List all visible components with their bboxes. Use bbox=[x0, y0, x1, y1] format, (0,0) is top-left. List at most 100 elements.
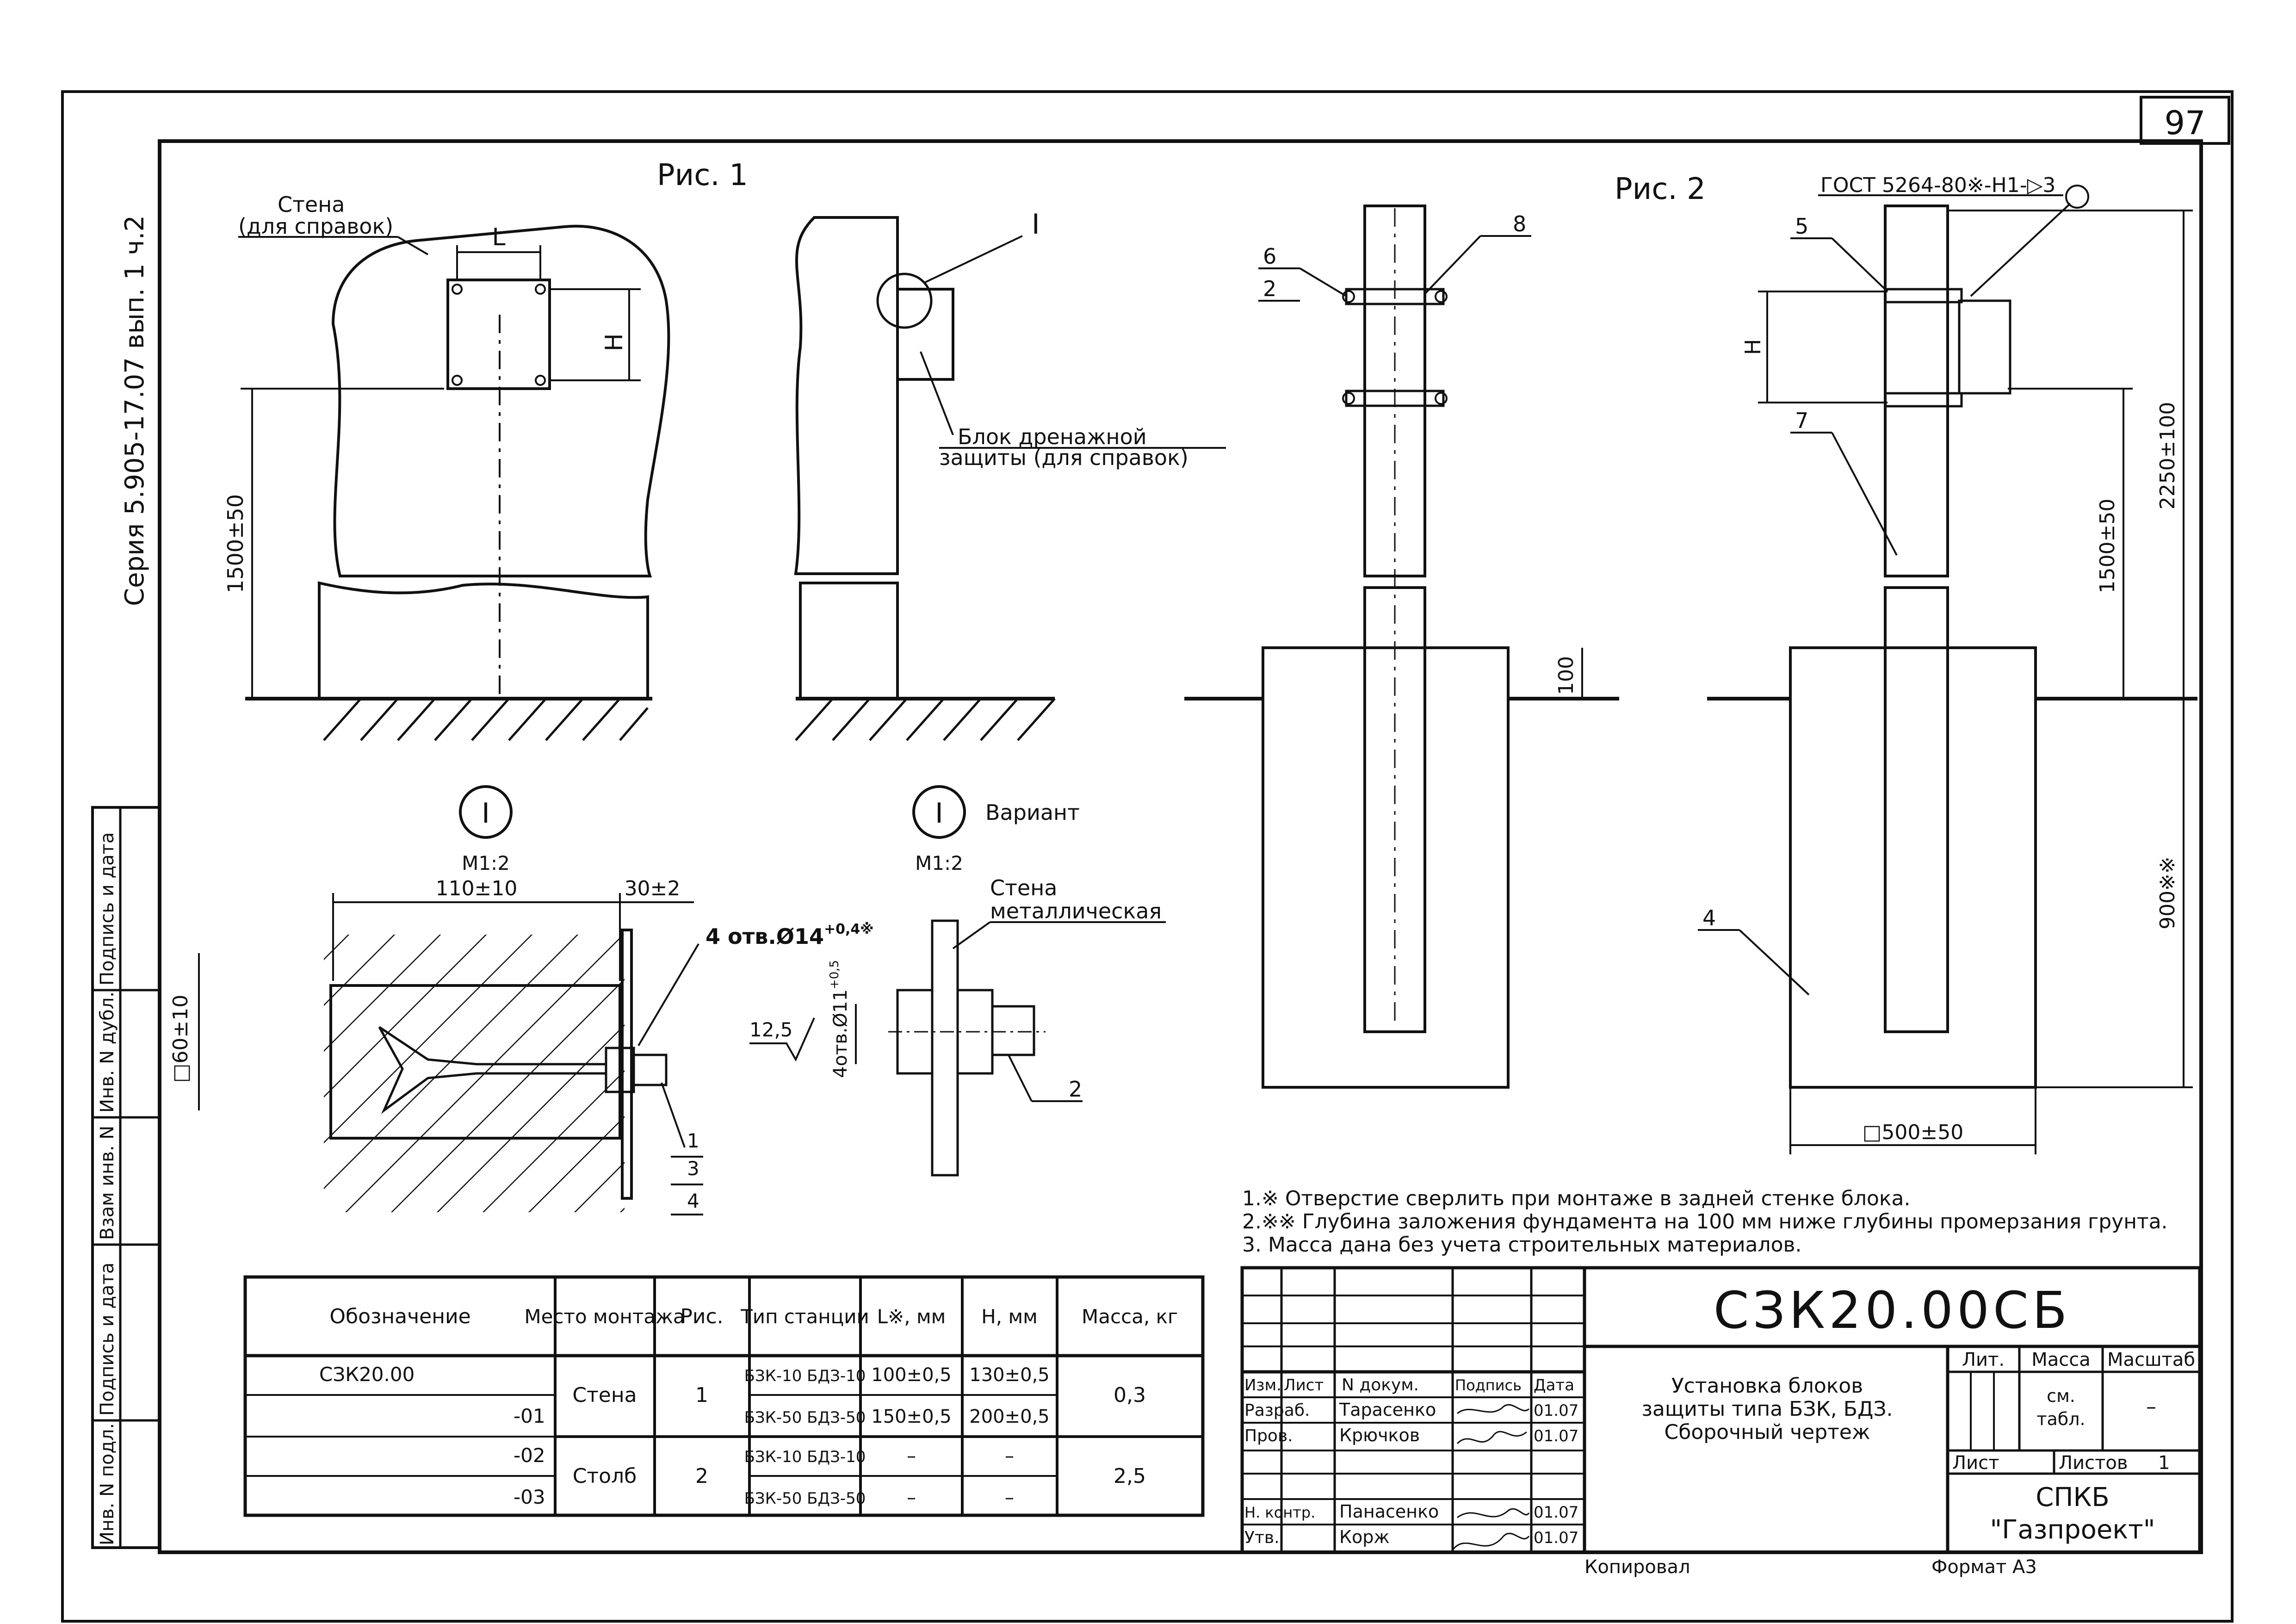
tb-name-1: Установка блоков bbox=[1671, 1374, 1863, 1398]
detail1-dim-square: □60±10 bbox=[169, 995, 192, 1083]
fig2-dim-H: H bbox=[1740, 339, 1765, 355]
row0-H: 130±0,5 bbox=[969, 1364, 1049, 1386]
tb-mass-val-2: табл. bbox=[2036, 1409, 2085, 1429]
detail1-holes: 4 отв.Ø14+0,4※ bbox=[706, 921, 873, 949]
tb-name-dev: Тарасенко bbox=[1339, 1400, 1436, 1420]
sheet-number: 97 bbox=[2164, 104, 2205, 142]
fig-1: 1 bbox=[695, 1383, 708, 1407]
row3-station: БЗК-50 БДЗ-50 bbox=[744, 1489, 866, 1508]
tb-col-list: Лист bbox=[1284, 1376, 1324, 1395]
detail1-pos-3: 3 bbox=[687, 1157, 699, 1180]
tb-role-dev: Разраб. bbox=[1244, 1401, 1310, 1420]
th-place: Место монтажа bbox=[524, 1305, 685, 1328]
fig1: Рис. 1 L H 1500±50 Стена (для справок) bbox=[223, 158, 1226, 741]
row2-H: – bbox=[1005, 1445, 1014, 1467]
detail2: I Вариант М1:2 Стена металлическая 4отв.… bbox=[749, 785, 1166, 1177]
row1-L: 150±0,5 bbox=[871, 1406, 951, 1427]
outer-frame bbox=[61, 90, 2234, 1623]
detail2-scale: М1:2 bbox=[915, 852, 963, 874]
tb-copied: Копировал bbox=[1584, 1556, 1690, 1578]
tb-date-check: 01.07 bbox=[1534, 1427, 1578, 1445]
mass-1: 0,3 bbox=[1114, 1383, 1146, 1407]
signature-2 bbox=[1456, 1431, 1527, 1444]
tb-lit: Лит. bbox=[1962, 1349, 2005, 1370]
fig2-dim-100: 100 bbox=[1554, 656, 1578, 695]
fig1-node-I: I bbox=[1032, 208, 1040, 241]
tb-scale-val: – bbox=[2146, 1395, 2156, 1419]
fig2: Рис. 2 ГОСТ 5264-80※-Н1-▷3 6 2 8 bbox=[1184, 172, 2197, 1154]
detail2-holes: 4отв.Ø11+0,5 bbox=[828, 960, 851, 1078]
detail1-dim-offset: 30±2 bbox=[625, 877, 681, 900]
tb-sheets: Листов bbox=[2059, 1452, 2128, 1474]
tb-org-2: "Газпроект" bbox=[1990, 1515, 2155, 1545]
fig2-dim-2250: 2250±100 bbox=[2156, 402, 2179, 510]
row2-L: – bbox=[907, 1445, 916, 1467]
fig1-wall-label-2: (для справок) bbox=[238, 214, 393, 239]
tb-scale: Масштаб bbox=[2107, 1349, 2195, 1370]
fig1-side-wall bbox=[794, 216, 899, 575]
fig2-pos-8: 8 bbox=[1513, 211, 1526, 236]
detail1-pos-1: 1 bbox=[687, 1129, 699, 1152]
tb-name-check: Крючков bbox=[1339, 1425, 1420, 1445]
tb-col-izm: Изм. bbox=[1244, 1376, 1281, 1395]
row1-designation: -01 bbox=[514, 1405, 545, 1427]
tb-date-nkontr: 01.07 bbox=[1534, 1503, 1578, 1522]
detail2-wall-plate bbox=[931, 919, 959, 1177]
detail1-mark: I bbox=[482, 797, 490, 830]
fig1-side-block bbox=[896, 288, 954, 381]
detail1-dim-width: 110±10 bbox=[436, 877, 518, 900]
place-post: Столб bbox=[573, 1464, 637, 1488]
fig-2: 2 bbox=[695, 1464, 708, 1488]
th-mass: Масса, кг bbox=[1082, 1305, 1178, 1328]
fig2-pos-4b: 4 bbox=[1702, 905, 1716, 930]
th-fig: Рис. bbox=[680, 1305, 723, 1328]
mass-2: 2,5 bbox=[1114, 1464, 1146, 1488]
stamp-sign-date-2: Подпись и дата bbox=[97, 832, 118, 986]
row0-station: БЗК-10 БДЗ-10 bbox=[744, 1367, 866, 1385]
detail1-anchor-cavity bbox=[329, 984, 621, 1140]
note-3: 3. Масса дана без учета строительных мат… bbox=[1242, 1233, 1801, 1257]
th-H: H, мм bbox=[981, 1305, 1038, 1328]
tb-mass-val-1: см. bbox=[2047, 1386, 2075, 1406]
fig1-mount-plate bbox=[446, 279, 551, 390]
place-wall: Стена bbox=[572, 1383, 637, 1407]
stamp-sign-date-1: Подпись и дата bbox=[97, 1263, 118, 1416]
fig2-dim-500: □500±50 bbox=[1863, 1121, 1963, 1144]
row3-L: – bbox=[907, 1487, 916, 1508]
detail1-pos-4: 4 bbox=[687, 1190, 699, 1212]
tb-org-1: СПКБ bbox=[2036, 1482, 2109, 1512]
detail1-anchor bbox=[378, 1026, 607, 1114]
tb-col-doc: N докум. bbox=[1342, 1376, 1419, 1395]
th-designation: Обозначение bbox=[329, 1305, 470, 1328]
fig2-post-left: 6 2 8 100 bbox=[1184, 205, 1619, 1089]
fig2-dim-1500: 1500±50 bbox=[2096, 499, 2119, 594]
detail2-variant: Вариант bbox=[985, 800, 1080, 825]
row3-H: – bbox=[1005, 1487, 1014, 1508]
row1-station: БЗК-50 БДЗ-50 bbox=[744, 1408, 866, 1427]
fig1-dim-H: H bbox=[600, 333, 628, 351]
tb-code: СЗК20.00СБ bbox=[1714, 1281, 2071, 1340]
tb-name-appr: Корж bbox=[1339, 1527, 1390, 1547]
row0-designation: СЗК20.00 bbox=[319, 1363, 415, 1386]
fig2-title: Рис. 2 bbox=[1615, 172, 1706, 206]
tb-name-nkontr: Панасенко bbox=[1339, 1501, 1439, 1522]
stamp-inv-podl: Инв. N подл. bbox=[97, 1423, 118, 1545]
fig1-title: Рис. 1 bbox=[657, 158, 748, 192]
row1-H: 200±0,5 bbox=[969, 1406, 1049, 1427]
signature-1 bbox=[1457, 1404, 1530, 1414]
fig1-dim-L: L bbox=[492, 223, 506, 251]
notes: 1.※ Отверстие сверлить при монтаже в зад… bbox=[1242, 1187, 2168, 1257]
stamp-inv-dubl: Инв. N дубл. bbox=[97, 992, 118, 1113]
row2-station: БЗК-10 БДЗ-10 bbox=[744, 1448, 866, 1466]
tb-col-sign: Подпись bbox=[1455, 1376, 1522, 1394]
stamp-vzam-inv: Взам инв. N bbox=[97, 1126, 118, 1240]
fig2-weld: ГОСТ 5264-80※-Н1-▷3 bbox=[1820, 174, 2055, 197]
fig2-dim-900: 900※※ bbox=[2156, 856, 2179, 930]
th-L: L※, мм bbox=[877, 1305, 946, 1328]
fig1-wall-label: Стена bbox=[278, 192, 345, 217]
detail1: I М1:2 110±10 30±2 □60±10 4 отв.Ø14+0,4※… bbox=[169, 785, 873, 1215]
tb-role-nkontr: Н. контр. bbox=[1244, 1504, 1315, 1521]
spec-table: Обозначение Место монтажа Рис. Тип станц… bbox=[243, 1275, 1205, 1517]
tb-date-appr: 01.07 bbox=[1534, 1529, 1578, 1547]
